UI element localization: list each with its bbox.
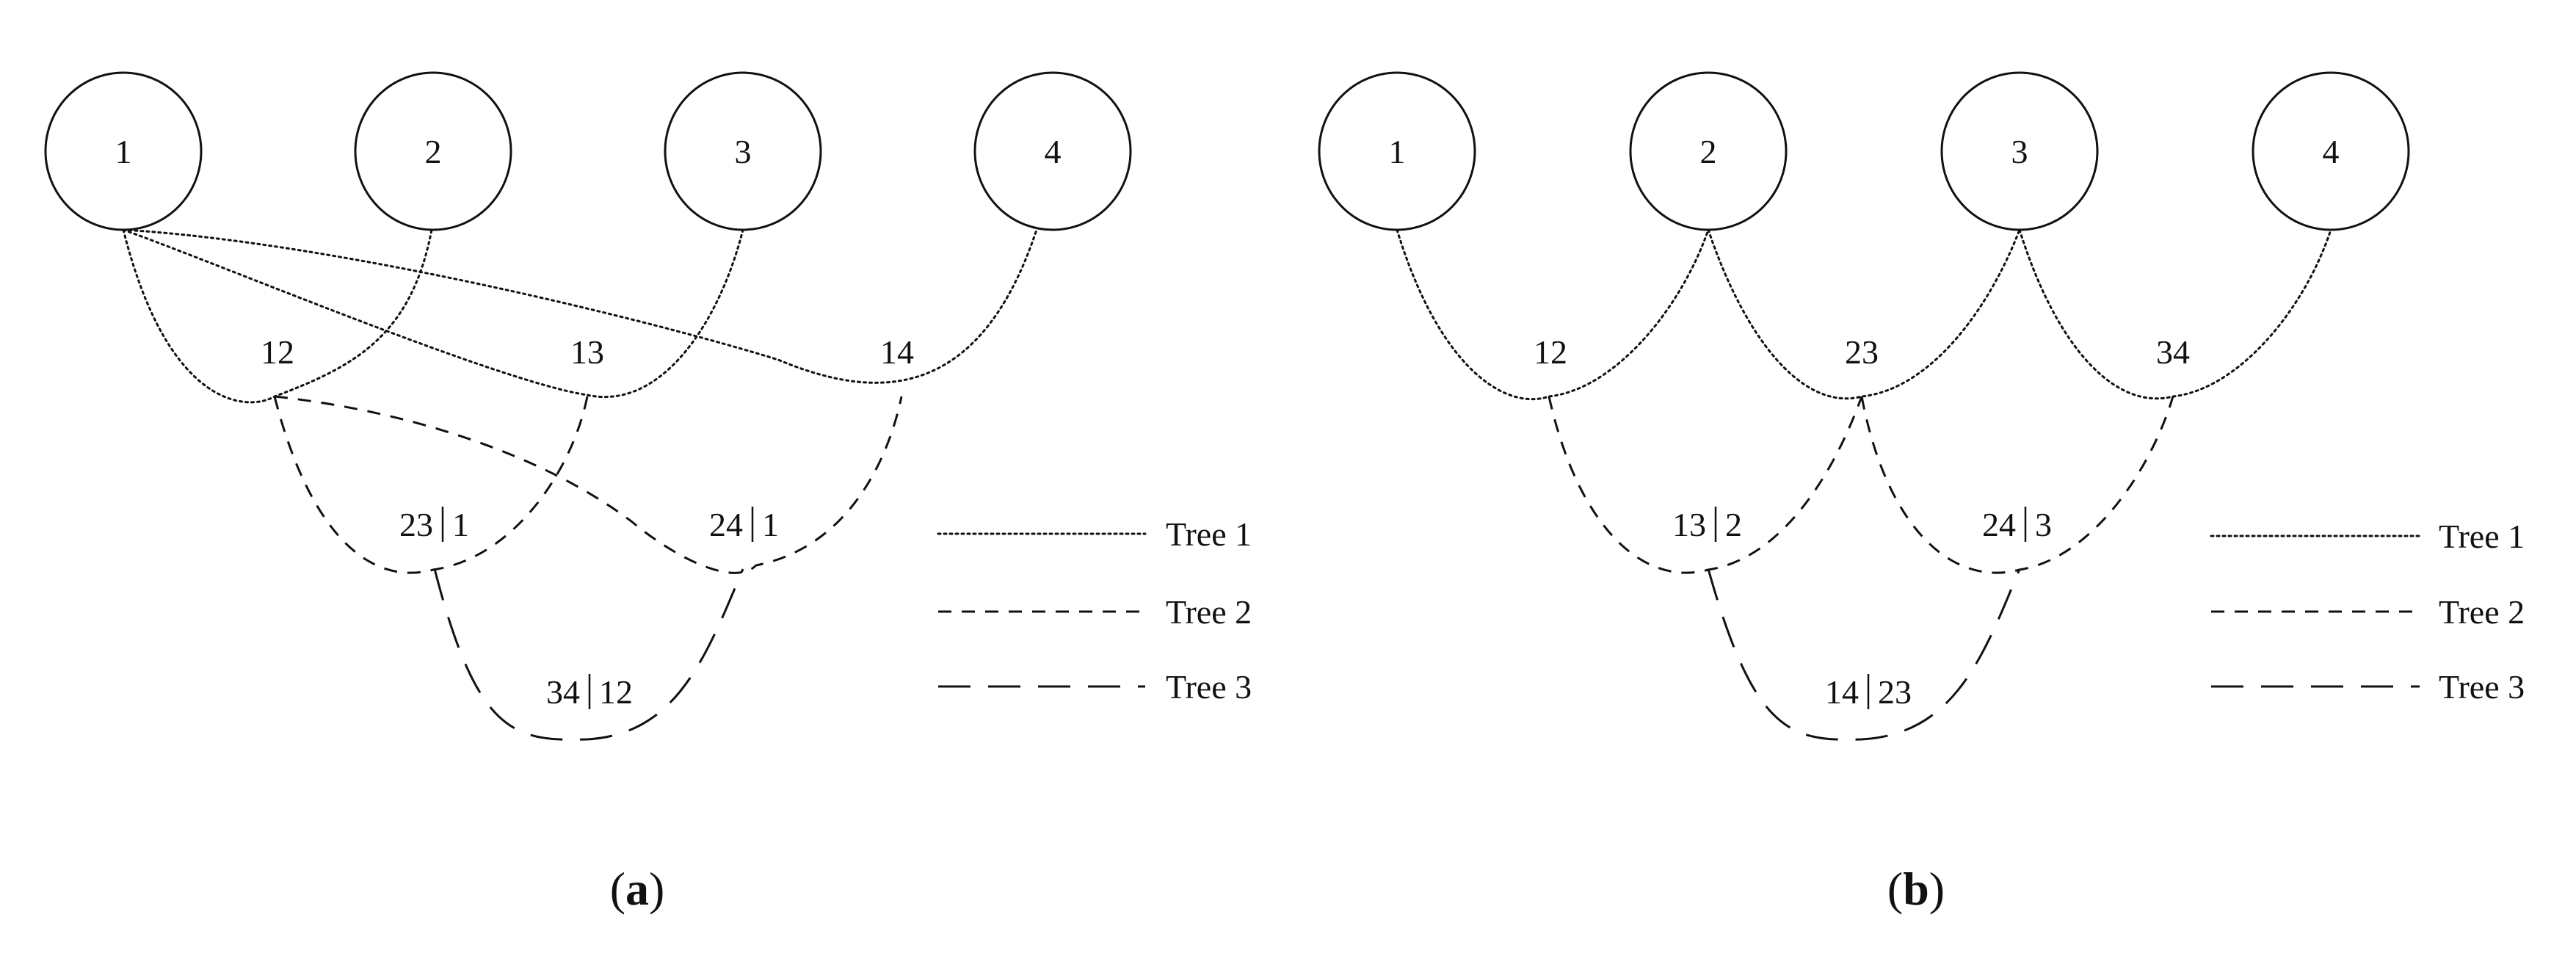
node-label: 1: [115, 133, 132, 170]
tree3-edge-1423-b: [1707, 568, 2021, 741]
node-4-b: 4: [2252, 71, 2410, 231]
tree2-edge-243-b: [1860, 396, 2174, 574]
caption-a: (a): [610, 863, 665, 915]
node-label: 3: [2011, 133, 2028, 170]
node-4-a: 4: [973, 71, 1132, 231]
legend-b: Tree 1 Tree 2 Tree 3: [2210, 518, 2525, 706]
node-label: 2: [425, 133, 442, 170]
conditioning-set: 2: [1725, 506, 1742, 543]
legend-a: Tree 1 Tree 2 Tree 3: [937, 515, 1252, 706]
tree1-edge-34-b: [2018, 228, 2332, 400]
tree1-edge-12-a: [122, 228, 433, 404]
caption-b: (b): [1887, 863, 1945, 915]
tree1-label-13-a: 13: [570, 333, 604, 371]
tree1-label-14-a: 14: [880, 333, 914, 371]
legend-label-tree2: Tree 2: [2439, 593, 2525, 631]
node-label: 3: [735, 133, 752, 170]
tree1-label-34-b: 34: [2156, 333, 2190, 371]
legend-label-tree1: Tree 1: [1166, 515, 1252, 553]
tree1-edge-13-a: [122, 228, 744, 398]
conditioned-set: 13: [1672, 506, 1706, 543]
tree1-edge-23-b: [1707, 228, 2021, 400]
tree1-edge-14-a: [122, 228, 1038, 384]
conditioning-set: 12: [599, 673, 633, 711]
conditioning-set: 1: [452, 506, 469, 543]
legend-label-tree1: Tree 1: [2439, 518, 2525, 555]
tree2-edge-231-a: [273, 396, 589, 574]
conditioning-set: 1: [762, 506, 779, 543]
tree2-label-231-a: 23 1: [399, 506, 469, 543]
tree1-label-12-b: 12: [1534, 333, 1567, 371]
legend-label-tree2: Tree 2: [1166, 593, 1252, 631]
node-label: 2: [1700, 133, 1717, 170]
tree2-edge-241-a: [274, 395, 903, 574]
tree1-edge-12-b: [1396, 228, 1710, 401]
conditioned-set: 23: [399, 506, 433, 543]
conditioned-set: 34: [546, 673, 580, 711]
node-label: 4: [2323, 133, 2340, 170]
tree2-label-241-a: 24 1: [709, 506, 779, 543]
node-label: 4: [1045, 133, 1062, 170]
tree3-label-1423-b: 14 23: [1825, 673, 1912, 711]
tree2-label-243-b: 24 3: [1982, 506, 2052, 543]
conditioning-set: 23: [1878, 673, 1912, 711]
legend-label-tree3: Tree 3: [2439, 668, 2525, 706]
node-3-a: 3: [664, 71, 822, 231]
tree3-edge-3412-a: [433, 568, 744, 741]
node-2-b: 2: [1629, 71, 1788, 231]
conditioned-set: 14: [1825, 673, 1859, 711]
node-2-a: 2: [354, 71, 512, 231]
tree2-label-132-b: 13 2: [1672, 506, 1742, 543]
node-1-a: 1: [44, 71, 203, 231]
conditioned-set: 24: [709, 506, 743, 543]
legend-label-tree3: Tree 3: [1166, 668, 1252, 706]
panel-a: 1 2 3 4 12 13 14 23 1 24 1: [44, 71, 1252, 915]
tree1-label-23-b: 23: [1845, 333, 1879, 371]
conditioned-set: 24: [1982, 506, 2016, 543]
tree2-edge-132-b: [1548, 396, 1863, 574]
tree3-label-3412-a: 34 12: [546, 673, 633, 711]
node-label: 1: [1389, 133, 1406, 170]
conditioning-set: 3: [2035, 506, 2052, 543]
tree1-label-12-a: 12: [261, 333, 294, 371]
node-1-b: 1: [1318, 71, 1476, 231]
node-3-b: 3: [1940, 71, 2099, 231]
panel-b: 1 2 3 4 12 23 34 13 2 24 3: [1318, 71, 2525, 915]
